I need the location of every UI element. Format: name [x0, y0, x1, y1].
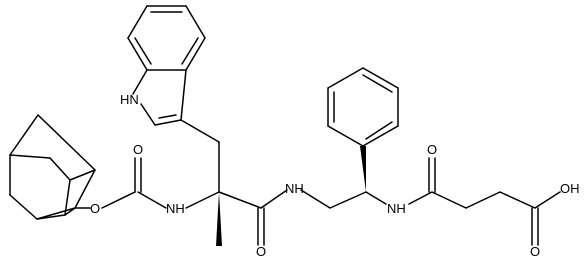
- ester-oxygen-label: O: [90, 201, 100, 216]
- amide-1: [257, 189, 288, 246]
- acid-oxygen-label: O: [530, 244, 540, 259]
- carbamate-group: [101, 157, 167, 209]
- phenyl-ring: [327, 67, 399, 192]
- adamantane-cage: [9, 114, 96, 220]
- carbamate-oxygen-label: O: [133, 142, 143, 157]
- phenyl-wedge: [360, 146, 366, 192]
- amide2-nh-label: NH: [387, 201, 406, 216]
- ch2-bridge-bond: [180, 119, 220, 143]
- acid-oh-label: OH: [560, 181, 580, 196]
- ethylene-linker: [300, 189, 367, 209]
- succinamic-acid-chain: [365, 157, 561, 246]
- amide2-oxygen-label: O: [427, 142, 437, 157]
- carbamate-nh-label: NH: [166, 201, 185, 216]
- amide1-oxygen-label: O: [256, 244, 266, 259]
- alpha-carbon-bonds: [185, 141, 262, 246]
- indole-nh-label: HN: [120, 92, 139, 107]
- amide1-nh-label: NH: [285, 181, 304, 196]
- indole-ring: [127, 5, 206, 126]
- methyl-wedge: [216, 192, 222, 246]
